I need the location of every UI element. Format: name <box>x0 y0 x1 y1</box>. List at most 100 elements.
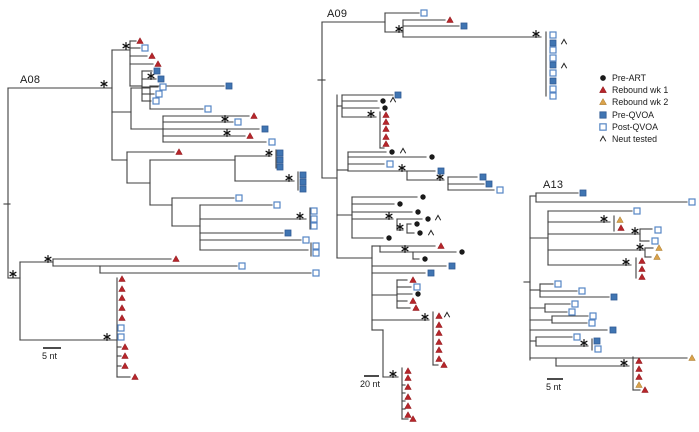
scale-bar-label-a08: 5 nt <box>42 351 58 361</box>
tree-label-a09: A09 <box>327 8 348 20</box>
tip-post-qvoa <box>273 201 281 209</box>
tree-label-a13: A13 <box>543 179 564 191</box>
tip-post-qvoa <box>413 283 421 291</box>
tip-neut-tested <box>560 62 568 69</box>
tip-rebound-wk1 <box>118 285 126 292</box>
tip-rebound-wk1 <box>148 52 156 59</box>
branches-a09 <box>317 12 547 420</box>
tip-pre-qvoa <box>579 189 587 197</box>
tip-rebound-wk1 <box>121 362 129 369</box>
tip-post-qvoa <box>549 54 557 62</box>
tip-rebound-wk1 <box>121 352 129 359</box>
tip-pre-qvoa <box>427 269 435 277</box>
tip-rebound-wk1 <box>131 373 139 380</box>
tip-rebound-wk2 <box>599 98 607 106</box>
tip-post-qvoa <box>310 215 318 223</box>
tip-rebound-wk1 <box>409 297 417 304</box>
tip-pre-art <box>425 216 431 222</box>
tip-pre-qvoa <box>479 173 487 181</box>
legend-label: Pre-QVOA <box>612 109 655 120</box>
tip-rebound-wk1 <box>409 276 417 283</box>
tip-rebound-wk2 <box>688 354 696 361</box>
tip-rebound-wk1 <box>382 133 390 140</box>
tip-pre-art <box>417 230 423 236</box>
square-icon <box>599 111 607 119</box>
circle-icon <box>600 75 606 81</box>
scale-bar-label-a13: 5 nt <box>546 382 562 392</box>
tip-post-qvoa <box>420 9 428 17</box>
tip-rebound-wk1 <box>635 365 643 372</box>
support-stars-a09 <box>367 25 540 378</box>
tip-rebound-wk1 <box>440 361 448 368</box>
tip-pre-qvoa <box>549 39 557 47</box>
tip-post-qvoa <box>651 237 659 245</box>
tip-post-qvoa <box>549 69 557 77</box>
tip-markers-a13 <box>554 189 696 393</box>
tip-markers-a08 <box>117 37 320 380</box>
tip-rebound-wk1 <box>404 393 412 400</box>
tip-rebound-wk2 <box>653 253 661 260</box>
tip-post-qvoa <box>589 312 597 320</box>
tip-post-qvoa <box>312 242 320 250</box>
tip-neut-tested <box>560 38 568 45</box>
tip-rebound-wk1 <box>246 132 254 139</box>
legend-label: Rebound wk 1 <box>612 85 669 96</box>
tip-rebound-wk1 <box>446 16 454 23</box>
tip-pre-qvoa <box>549 61 557 69</box>
scale-bar-label-a09: 20 nt <box>360 379 381 389</box>
tip-rebound-wk1 <box>136 37 144 44</box>
square-open-icon <box>599 123 607 131</box>
tip-post-qvoa <box>571 300 579 308</box>
tip-post-qvoa <box>496 186 504 194</box>
tip-rebound-wk1 <box>635 357 643 364</box>
tip-rebound-wk1 <box>599 86 607 94</box>
tip-rebound-wk1 <box>635 373 643 380</box>
tip-post-qvoa <box>588 319 596 327</box>
tip-rebound-wk1 <box>638 257 646 264</box>
triangle-icon <box>599 98 607 106</box>
tip-post-qvoa <box>117 333 125 341</box>
caret-icon <box>599 135 607 142</box>
tip-rebound-wk2 <box>635 381 643 388</box>
tip-rebound-wk1 <box>435 321 443 328</box>
tip-post-qvoa <box>568 308 576 316</box>
tip-neut-tested <box>389 96 397 103</box>
tip-rebound-wk1 <box>404 383 412 390</box>
tip-post-qvoa <box>155 90 163 98</box>
tree-label-a08: A08 <box>20 74 41 86</box>
tip-rebound-wk2 <box>655 244 663 251</box>
legend-item-rebound-wk-1: Rebound wk 1 <box>597 84 668 96</box>
tip-pre-art <box>600 75 606 81</box>
tip-post-qvoa <box>235 194 243 202</box>
tip-rebound-wk1 <box>382 111 390 118</box>
tip-rebound-wk1 <box>437 242 445 249</box>
tip-neut-tested <box>399 147 407 154</box>
legend-label: Pre-ART <box>612 73 647 84</box>
tip-rebound-wk1 <box>435 329 443 336</box>
tip-pre-qvoa <box>225 82 233 90</box>
tip-rebound-wk1 <box>435 338 443 345</box>
legend-label: Neut tested <box>612 134 657 145</box>
tip-rebound-wk1 <box>118 275 126 282</box>
tip-post-qvoa <box>386 160 394 168</box>
tip-post-qvoa <box>238 262 246 270</box>
tip-pre-art <box>415 209 421 215</box>
tip-pre-art <box>414 221 420 227</box>
tip-pre-qvoa <box>549 77 557 85</box>
tip-pre-qvoa <box>394 91 402 99</box>
tip-rebound-wk1 <box>617 224 625 231</box>
tip-post-qvoa <box>152 97 160 105</box>
tip-post-qvoa <box>633 207 641 215</box>
tip-post-qvoa <box>159 83 167 91</box>
tip-pre-qvoa <box>485 180 493 188</box>
tip-pre-art <box>382 105 388 111</box>
tip-pre-qvoa <box>599 111 607 119</box>
support-stars-a13 <box>580 215 644 367</box>
tip-post-qvoa <box>234 118 242 126</box>
tip-rebound-wk1 <box>172 255 180 262</box>
tip-pre-art <box>422 256 428 262</box>
tip-rebound-wk1 <box>382 125 390 132</box>
